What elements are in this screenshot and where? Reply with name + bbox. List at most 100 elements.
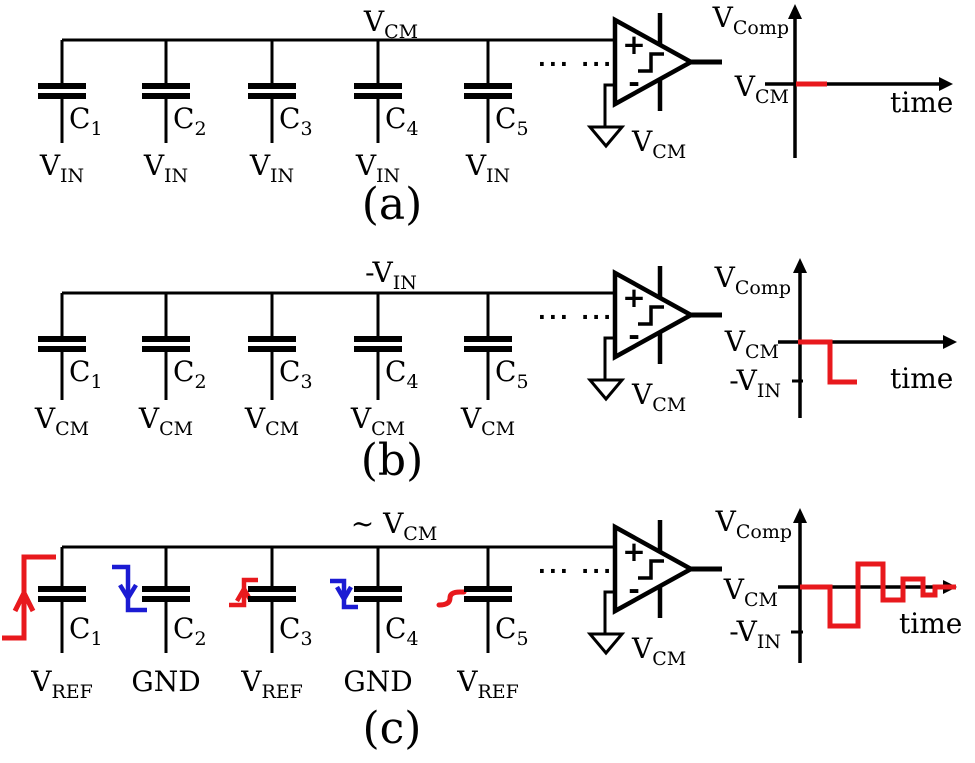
cap-name-sub: 2 <box>194 628 206 650</box>
comparator-triangle <box>612 269 696 361</box>
cap-bottom-label: VIN <box>465 149 510 187</box>
cap-plate-bottom <box>464 596 512 602</box>
minus-input-label: - <box>628 319 640 352</box>
cap-plate-bottom <box>354 346 402 352</box>
cap-plate-top <box>248 336 296 342</box>
cap-name-main: C <box>495 612 516 645</box>
y-axis-arrow-icon <box>788 4 802 19</box>
cap-name: C3 <box>279 612 313 650</box>
cap-bottom-label: VIN <box>39 149 84 187</box>
ref-main: V <box>631 632 653 665</box>
down-arrowhead-icon <box>118 583 138 603</box>
cap-bottom-main: GND <box>343 665 412 698</box>
cap-name: C5 <box>495 355 529 393</box>
cap-name-sub: 5 <box>516 371 528 393</box>
bus-label-main: -V <box>365 256 393 289</box>
bus-label-main: ~ V <box>351 507 404 540</box>
cap-name: C5 <box>495 612 529 650</box>
vcm-source-triangle-icon <box>586 125 626 149</box>
vcomp-waveform <box>800 561 956 629</box>
bus-label: -VIN <box>365 256 417 294</box>
x-axis-arrow-icon <box>943 335 957 349</box>
x-axis-label: time <box>890 362 953 395</box>
vcomp-waveform <box>798 339 857 385</box>
y-label-main: V <box>712 1 734 34</box>
cap-name: C4 <box>385 612 419 650</box>
cap-plate-top <box>464 83 512 89</box>
comparator-triangle <box>612 16 696 108</box>
comparator: ... ... + - VCM <box>538 266 722 416</box>
cap-name: C5 <box>495 102 529 140</box>
capacitor-c2: C2 GND <box>131 547 207 698</box>
cap-name-sub: 4 <box>406 371 418 393</box>
minus-input-label: - <box>628 573 640 606</box>
bus-label: VCM <box>363 5 418 43</box>
cap-plate-top <box>248 83 296 89</box>
cap-bottom-main: V <box>456 665 478 698</box>
cap-bottom-sub: IN <box>270 165 294 187</box>
y-axis-label: VComp <box>715 505 792 543</box>
level-main: V <box>724 325 746 358</box>
cap-bottom-main: V <box>34 402 56 435</box>
cap-bottom-sub: IN <box>376 165 400 187</box>
cap-bottom-label: VCM <box>244 402 299 440</box>
cap-bottom-main: V <box>30 665 52 698</box>
minus-input-label: - <box>628 66 640 99</box>
cap-plate-bottom <box>38 346 86 352</box>
cap-bottom-sub: REF <box>51 681 92 703</box>
cap-bottom-label: VCM <box>350 402 405 440</box>
ref-main: V <box>631 125 653 158</box>
cap-name: C2 <box>173 355 207 393</box>
cap-name-main: C <box>495 355 516 388</box>
cap-bottom-label: VIN <box>143 149 188 187</box>
level-sub: IN <box>757 631 781 653</box>
y-label-sub: Comp <box>735 277 791 299</box>
vcm-source-triangle-icon <box>586 378 626 402</box>
small-rising-step-icon <box>436 589 467 608</box>
comparator-ref-label: VCM <box>631 632 686 670</box>
graph-a: VComp VCM time <box>712 1 953 158</box>
cap-bottom-main: V <box>240 665 262 698</box>
cap-plate-bottom <box>248 93 296 99</box>
bus-label-sub: IN <box>393 272 417 294</box>
capacitor-c3: C3 VREF <box>240 547 313 703</box>
cap-bottom-label: VCM <box>460 402 515 440</box>
capacitor-c5: C5 VREF <box>456 547 529 703</box>
cap-name-main: C <box>69 355 90 388</box>
cap-plate-bottom <box>354 596 402 602</box>
minus-input-wire <box>603 336 615 380</box>
ref-main: V <box>631 378 653 411</box>
subfigure-tag: (b) <box>361 435 424 486</box>
vcm-source-triangle-icon <box>586 632 626 656</box>
cap-plate-top <box>354 83 402 89</box>
level-sub: IN <box>757 380 781 402</box>
y-axis-arrow-icon <box>793 258 807 273</box>
level-neg-vin-label: -VIN <box>729 364 781 402</box>
comparator-ref-label: VCM <box>631 378 686 416</box>
cap-bottom-main: V <box>465 149 487 182</box>
cap-name-sub: 2 <box>194 371 206 393</box>
y-axis-label: VComp <box>714 261 791 299</box>
capacitor-c4: C4 GND <box>343 547 419 698</box>
cap-bottom-main: V <box>143 149 165 182</box>
cap-name-main: C <box>173 355 194 388</box>
level-main: V <box>723 573 745 606</box>
ellipsis-dots: ... ... <box>538 554 614 578</box>
cap-bottom-label: VCM <box>34 402 89 440</box>
cap-plate-bottom <box>142 596 190 602</box>
cap-bottom-sub: CM <box>55 418 89 440</box>
cap-name: C1 <box>69 355 103 393</box>
level-neg-vin-label: -VIN <box>729 615 781 653</box>
cap-bottom-label: VREF <box>240 665 303 703</box>
minus-input-wire <box>603 83 615 127</box>
cap-name: C1 <box>69 102 103 140</box>
level-vcm-label: VCM <box>724 325 779 363</box>
cap-name-sub: 2 <box>194 118 206 140</box>
capacitor-c1: C1 VCM <box>34 293 103 440</box>
cap-name-main: C <box>279 612 300 645</box>
capacitor-c4: C4 VCM <box>350 293 419 440</box>
cap-bottom-label: VCM <box>138 402 193 440</box>
cap-name-sub: 3 <box>300 371 312 393</box>
